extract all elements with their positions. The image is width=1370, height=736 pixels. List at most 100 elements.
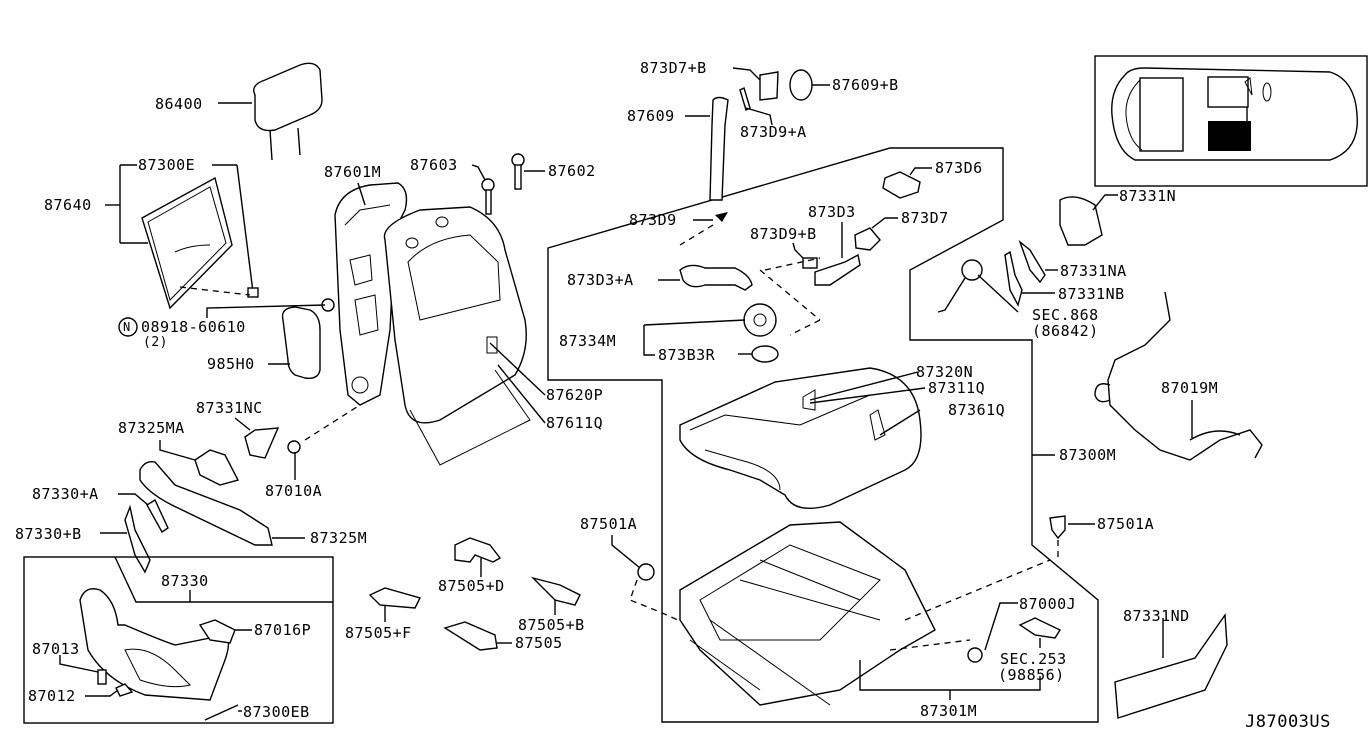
side-airbag-985H0 xyxy=(281,306,321,380)
bracket-sec253 xyxy=(1018,617,1062,639)
label-87331N: 87331N xyxy=(1119,187,1177,205)
side-finisher-87325M xyxy=(139,460,273,546)
knob-87016P xyxy=(198,619,236,644)
label-873D9: 873D9 xyxy=(629,211,677,229)
label-87640: 87640 xyxy=(44,196,92,214)
screw-87300EB xyxy=(204,704,239,721)
duct-873D3 xyxy=(814,253,861,286)
label-87603: 87603 xyxy=(410,156,458,174)
label-87311Q: 87311Q xyxy=(928,379,986,397)
label-08918-60610: 08918-60610 xyxy=(141,318,246,336)
label-87611Q: 87611Q xyxy=(546,414,604,432)
box-87330 xyxy=(23,556,334,724)
cover-87505F xyxy=(368,587,422,609)
side-cover-87330 xyxy=(79,588,230,701)
label-87505B: 87505+B xyxy=(518,616,585,634)
label-87609B: 87609+B xyxy=(832,76,899,94)
label-87620P: 87620P xyxy=(546,386,604,404)
label-985H0: 985H0 xyxy=(207,355,255,373)
seat-frame-87301M xyxy=(679,521,1051,706)
cover-87330B xyxy=(124,504,151,574)
cover-87331NC xyxy=(244,427,280,459)
label-sec253-ref: (98856) xyxy=(998,666,1065,684)
label-87330B: 87330+B xyxy=(15,525,82,543)
diagram-code: J87003US xyxy=(1245,712,1331,732)
label-87325M: 87325M xyxy=(310,529,368,547)
label-87601M: 87601M xyxy=(324,163,382,181)
bolt-87010A xyxy=(287,404,361,480)
back-board-87640 xyxy=(105,164,259,310)
label-87010A: 87010A xyxy=(265,482,323,500)
module-873D7 xyxy=(854,227,881,251)
label-87361Q: 87361Q xyxy=(948,401,1006,419)
label-873D9B: 873D9+B xyxy=(750,225,817,243)
headrest-86400 xyxy=(218,62,323,161)
label-87300E: 87300E xyxy=(138,156,196,174)
label-sec868: SEC.868 xyxy=(1032,306,1099,324)
clip-873D9A xyxy=(739,87,751,111)
label-87505F: 87505+F xyxy=(345,624,412,642)
label-08918-qty: (2) xyxy=(143,335,168,350)
belt-buckle-sec868 xyxy=(937,259,1019,313)
bracket-87325MA xyxy=(194,449,240,486)
label-87301M: 87301M xyxy=(920,702,978,720)
n-circle-mark xyxy=(118,317,138,337)
label-873D3A: 873D3+A xyxy=(567,271,634,289)
duct-873D3A xyxy=(679,264,753,291)
rear-seat-icon xyxy=(1139,77,1184,152)
label-87505: 87505 xyxy=(515,634,563,652)
seat-cushion-assembly-outline xyxy=(547,147,1099,723)
knob-87013 xyxy=(97,669,107,685)
label-86400: 86400 xyxy=(155,95,203,113)
cover-87505 xyxy=(443,621,498,651)
label-873D6: 873D6 xyxy=(935,159,983,177)
label-87602: 87602 xyxy=(548,162,596,180)
label-87334M: 87334M xyxy=(559,332,617,350)
label-87016P: 87016P xyxy=(254,621,312,639)
cover-87331NA xyxy=(1018,239,1046,284)
knob-87012 xyxy=(115,683,134,697)
label-sec253: SEC.253 xyxy=(1000,650,1067,668)
label-873D3: 873D3 xyxy=(808,203,856,221)
front-passenger-seat-icon xyxy=(1207,76,1249,108)
label-87300M: 87300M xyxy=(1059,446,1117,464)
label-87320N: 87320N xyxy=(916,363,974,381)
label-87331NB: 87331NB xyxy=(1058,285,1125,303)
cover-87331N xyxy=(1059,196,1103,246)
filter-873B3R xyxy=(751,345,779,363)
vehicle-locator-inset xyxy=(1094,55,1368,187)
label-873D7: 873D7 xyxy=(901,209,949,227)
module-873D6 xyxy=(882,171,921,199)
label-87300EB: 87300EB xyxy=(243,703,310,721)
label-87501A-right: 87501A xyxy=(1097,515,1155,533)
label-sec868-ref: (86842) xyxy=(1032,322,1099,340)
seatback-cushion xyxy=(383,206,546,466)
connector-873D7B xyxy=(759,71,779,101)
label-87505D: 87505+D xyxy=(438,577,505,595)
label-n-prefix: N xyxy=(123,320,131,334)
cover-87331NB xyxy=(1004,250,1023,307)
harness-87019M xyxy=(1094,291,1263,461)
connector-87609B xyxy=(789,69,813,101)
label-87331NC: 87331NC xyxy=(196,399,263,417)
label-87331NA: 87331NA xyxy=(1060,262,1127,280)
seat-cushion-pad xyxy=(679,367,926,509)
bolt-87501A-right xyxy=(1049,515,1095,560)
label-873B3R: 873B3R xyxy=(658,346,716,364)
label-87019M: 87019M xyxy=(1161,379,1219,397)
bolt-87501A-left xyxy=(611,535,701,631)
label-87501A-left: 87501A xyxy=(580,515,638,533)
headrest-guide-87603 xyxy=(471,164,495,215)
cover-87330A xyxy=(146,498,169,534)
label-87000J: 87000J xyxy=(1019,595,1077,613)
cover-87505D xyxy=(454,537,502,563)
label-873D9A: 873D9+A xyxy=(740,123,807,141)
label-87012: 87012 xyxy=(28,687,76,705)
harness-87609 xyxy=(679,96,729,246)
label-87330: 87330 xyxy=(161,572,209,590)
label-87609: 87609 xyxy=(627,107,675,125)
cover-87331ND xyxy=(1114,612,1228,719)
label-87325MA: 87325MA xyxy=(118,419,185,437)
